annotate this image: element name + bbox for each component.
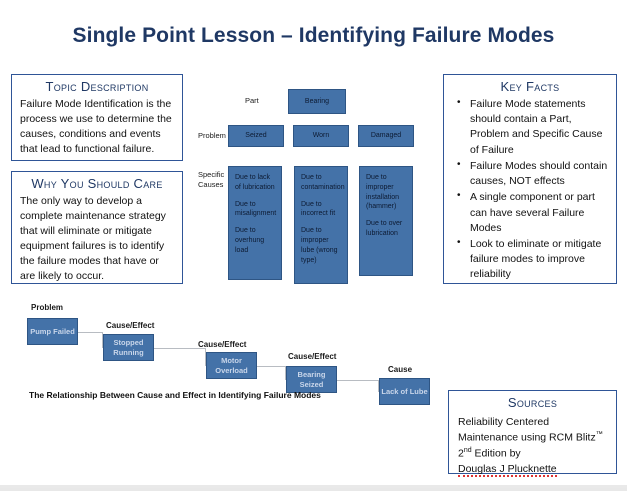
matrix-row-label-specific-causes: Specific Causes	[198, 170, 225, 190]
connector-3-v	[285, 366, 286, 380]
key-facts-card: Key Facts Failure Mode statements should…	[443, 74, 617, 284]
matrix-cause-item: Due to over lubrication	[366, 220, 403, 237]
flow-label-problem: Problem	[31, 303, 64, 312]
flow-node-bearing-seized: Bearing Seized	[286, 366, 337, 393]
topic-description-body: Failure Mode Identification is the proce…	[20, 98, 172, 155]
matrix-problem-box-seized: Seized	[228, 125, 284, 147]
edition-rest: Edition by	[471, 447, 521, 460]
flow-node-stopped-running: Stopped Running	[103, 334, 154, 361]
flowchart-caption: The Relationship Between Cause and Effec…	[29, 390, 321, 400]
key-facts-heading: Key Facts	[500, 79, 560, 94]
why-you-should-care-body: The only way to develop a complete maint…	[20, 195, 166, 282]
sources-line-4: Douglas J Plucknette	[458, 462, 608, 477]
flow-node-lack-of-lube: Lack of Lube	[379, 378, 430, 405]
list-item: Look to eliminate or mitigate failure mo…	[457, 236, 608, 283]
connector-2-h	[154, 348, 206, 349]
flow-label-cause: Cause	[388, 365, 413, 374]
topic-description-card: Topic Description Failure Mode Identific…	[11, 74, 183, 161]
flow-node-pump-failed: Pump Failed	[27, 318, 78, 345]
matrix-cause-item: Due to misalignment	[235, 200, 277, 218]
edition-number: 2	[458, 447, 464, 460]
matrix-cause-item: Due to incorrect fit	[301, 200, 336, 218]
matrix-cause-column-3: Due to improper installation (hammer) Du…	[359, 166, 413, 276]
key-facts-list: Failure Mode statements should contain a…	[444, 96, 616, 283]
connector-4-h	[337, 380, 379, 381]
trademark-symbol: ™	[595, 431, 603, 439]
list-item: Failure Modes should contain causes, NOT…	[457, 158, 608, 189]
matrix-cause-item: Due to improper lube (wrong type)	[301, 227, 338, 264]
sources-line-2: Maintenance using RCM Blitz™	[458, 430, 608, 446]
matrix-cause-column-2: Due to contamination Due to incorrect fi…	[294, 166, 348, 284]
sources-line-2-text: Maintenance using RCM Blitz	[458, 431, 596, 444]
topic-description-heading: Topic Description	[45, 79, 149, 94]
connector-4-v	[378, 380, 379, 392]
why-you-should-care-card: Why You Should Care The only way to deve…	[11, 171, 183, 284]
matrix-problem-box-damaged: Damaged	[358, 125, 414, 147]
flow-label-cause-effect-1: Cause/Effect	[106, 321, 155, 330]
matrix-problem-box-worn: Worn	[293, 125, 349, 147]
connector-1-v	[102, 332, 103, 348]
connector-1-h	[78, 332, 103, 333]
flow-label-cause-effect-2: Cause/Effect	[198, 340, 247, 349]
matrix-row-label-part: Part	[245, 96, 259, 105]
connector-3-h	[257, 366, 286, 367]
matrix-cause-item: Due to lack of lubrication	[235, 174, 275, 191]
connector-2-v	[205, 348, 206, 366]
edition-ordinal-suffix: nd	[463, 446, 472, 454]
matrix-cause-item: Due to overhung load	[235, 227, 265, 254]
list-item: Failure Mode statements should contain a…	[457, 96, 608, 158]
sources-card: Sources Reliability Centered Maintenance…	[448, 390, 617, 477]
matrix-cause-column-1: Due to lack of lubrication Due to misali…	[228, 166, 282, 280]
why-you-should-care-heading: Why You Should Care	[31, 176, 163, 191]
flow-label-cause-effect-3: Cause/Effect	[288, 352, 337, 361]
sources-line-1: Reliability Centered	[458, 416, 550, 428]
flow-node-motor-overload: Motor Overload	[206, 352, 257, 379]
sources-heading: Sources	[507, 395, 558, 410]
page-title: Single Point Lesson – Identifying Failur…	[72, 24, 555, 47]
sources-line-3: 2nd Edition by	[458, 446, 608, 462]
matrix-row-label-problem: Problem	[198, 131, 226, 140]
matrix-cause-item: Due to improper installation (hammer)	[366, 174, 400, 211]
author-name: Douglas J Plucknette	[458, 462, 557, 477]
matrix-part-box: Bearing	[288, 89, 346, 114]
sources-body: Reliability Centered Maintenance using R…	[449, 413, 616, 481]
list-item: A single component or part can have seve…	[457, 189, 608, 236]
matrix-cause-item: Due to contamination	[301, 174, 345, 191]
